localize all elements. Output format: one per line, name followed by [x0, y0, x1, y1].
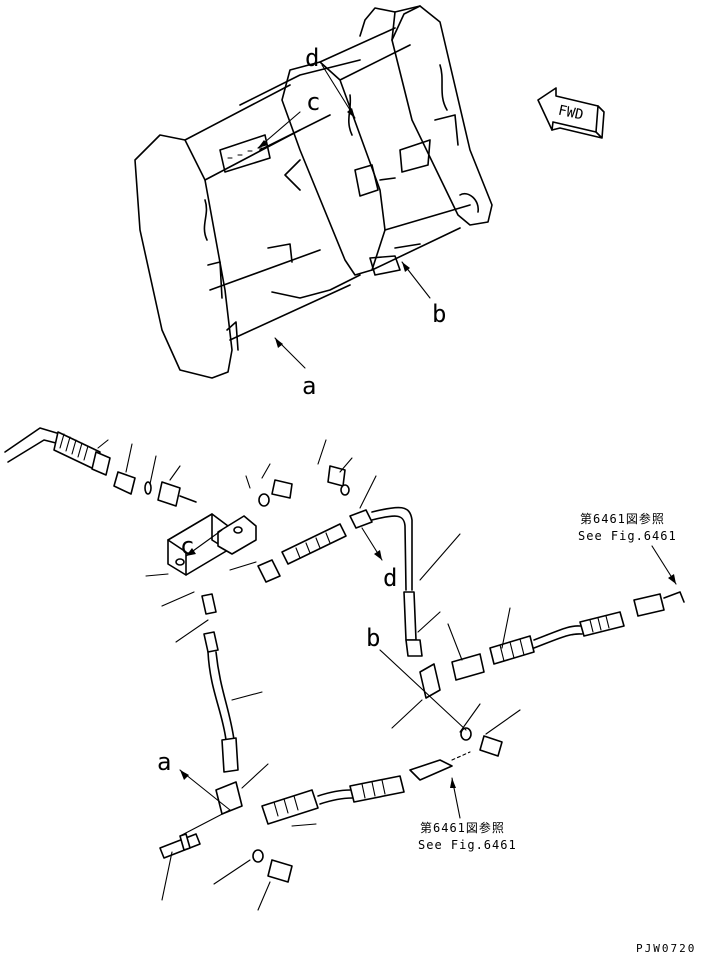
frame-label-c: c — [306, 88, 320, 116]
piping-callout-a: a — [157, 748, 231, 837]
drawing-code: PJW0720 — [636, 942, 696, 955]
reference-bottom-jp: 第6461図参照 — [420, 820, 505, 835]
frame-label-d: d — [305, 44, 319, 72]
piping-label-c: c — [180, 532, 194, 560]
piping-callout-b: b — [366, 624, 467, 731]
leader-lines — [97, 439, 521, 911]
piping-callout-d: d — [361, 527, 397, 592]
frame-callout-b: b — [401, 261, 446, 328]
fwd-label: FWD — [557, 103, 585, 124]
reference-note-bottom: 第6461図参照 See Fig.6461 — [418, 751, 517, 852]
reference-right-en: See Fig.6461 — [578, 529, 677, 543]
fwd-direction-arrow: FWD — [537, 87, 605, 139]
piping-label-a: a — [157, 748, 171, 776]
reference-bottom-en: See Fig.6461 — [418, 838, 517, 852]
frame-label-a: a — [302, 372, 316, 400]
frame-label-b: b — [432, 300, 446, 328]
piping-label-b: b — [366, 624, 380, 652]
piping-label-d: d — [383, 564, 397, 592]
lift-frame-assembly — [134, 5, 493, 379]
piping-assembly — [4, 427, 685, 883]
reference-right-jp: 第6461図参照 — [580, 511, 665, 526]
frame-callout-a: a — [274, 337, 316, 400]
frame-callout-c: c — [257, 88, 320, 149]
frame-callout-d: d — [305, 44, 356, 119]
piping-callout-c: c — [180, 529, 223, 560]
reference-note-right: 第6461図参照 See Fig.6461 — [578, 511, 677, 585]
